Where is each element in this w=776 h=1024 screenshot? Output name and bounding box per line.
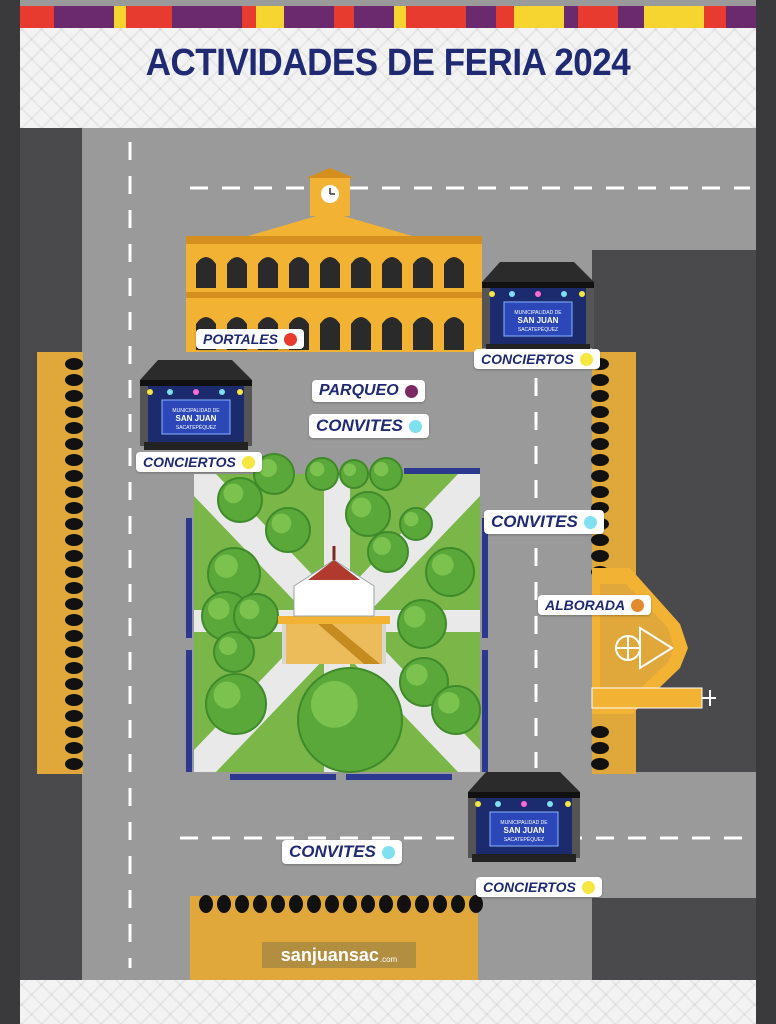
portales-dot-icon [283,332,297,346]
bottom-market-awnings [199,895,483,913]
convites-right-dot-icon [583,515,597,529]
conciertos-bottom-text: CONCIERTOS [483,879,576,895]
svg-text:SACATEPÉQUEZ: SACATEPÉQUEZ [518,326,558,333]
svg-text:SAN JUAN: SAN JUAN [518,316,559,325]
palacio-building [186,168,482,352]
convites-top-label: CONVITES [309,414,429,438]
conciertos-top-right-label: CONCIERTOS [474,349,600,369]
portales-label: PORTALES [196,329,304,349]
watermark: sanjuansac.com [262,942,416,968]
left-market-awnings [65,358,83,770]
svg-text:SAN JUAN: SAN JUAN [176,414,217,423]
svg-text:SACATEPÉQUEZ: SACATEPÉQUEZ [504,836,544,843]
alborada-label: ALBORADA [538,595,652,615]
convites-bottom-label: CONVITES [282,840,402,864]
convites-right-text: CONVITES [491,512,578,531]
kiosk [278,546,390,664]
svg-text:MUNICIPALIDAD DE: MUNICIPALIDAD DE [514,310,562,316]
portales-text: PORTALES [203,331,278,347]
conciertos-left-text: CONCIERTOS [143,454,236,470]
alborada-dot-icon [631,598,645,612]
conciertos-bottom-dot-icon [581,880,595,894]
parqueo-label: PARQUEO [312,380,425,402]
convites-bottom-text: CONVITES [289,842,376,861]
page-title: ACTIVIDADES DE FERIA 2024 [145,42,631,84]
convites-top-dot-icon [408,419,422,433]
svg-text:MUNICIPALIDAD DE: MUNICIPALIDAD DE [500,820,548,826]
parqueo-text: PARQUEO [319,382,399,399]
watermark-suffix: .com [379,955,398,964]
svg-text:MUNICIPALIDAD DE: MUNICIPALIDAD DE [172,408,220,414]
svg-text:SAN JUAN: SAN JUAN [504,826,545,835]
convites-top-text: CONVITES [316,416,403,435]
conciertos-left-dot-icon [241,455,255,469]
conciertos-top-right-text: CONCIERTOS [481,351,574,367]
convites-bottom-dot-icon [381,845,395,859]
central-park [186,453,488,780]
conciertos-bottom-label: CONCIERTOS [476,877,602,897]
parqueo-dot-icon [404,384,418,398]
header-band [20,28,756,128]
conciertos-top-right-dot-icon [579,352,593,366]
decorative-stripe [20,6,756,28]
convites-right-label: CONVITES [484,510,604,534]
map-poster: ACTIVIDADES DE FERIA 2024 [20,0,756,1024]
bottom-right-block [592,898,756,980]
conciertos-left-label: CONCIERTOS [136,452,262,472]
alborada-text: ALBORADA [545,597,626,613]
svg-text:SACATEPÉQUEZ: SACATEPÉQUEZ [176,424,216,431]
footer-band [20,980,756,1024]
watermark-text: sanjuansac [280,944,379,965]
